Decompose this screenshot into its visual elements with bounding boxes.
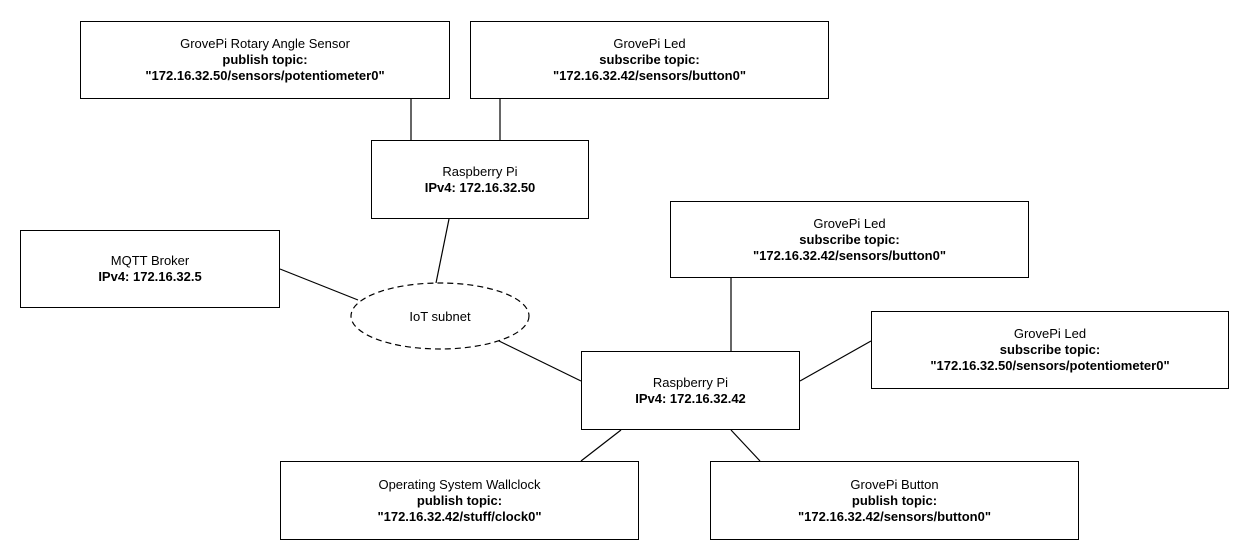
node-topic-value: "172.16.32.42/sensors/button0": [753, 247, 946, 263]
node-topic-value: "172.16.32.42/sensors/button0": [798, 508, 991, 524]
node-title: GrovePi Button: [850, 476, 939, 492]
node-topic-value: "172.16.32.42/stuff/clock0": [377, 508, 542, 524]
node-title: GrovePi Led: [613, 36, 686, 51]
iot-subnet-label: IoT subnet: [409, 308, 471, 324]
grovepi-led-right-2-node: GrovePi Led subscribe topic: "172.16.32.…: [871, 311, 1229, 389]
node-topic-label: subscribe topic:: [599, 52, 700, 67]
node-title: Raspberry Pi: [652, 374, 729, 390]
node-title: MQTT Broker: [110, 253, 190, 268]
grovepi-button-node: GrovePi Button publish topic: "172.16.32…: [710, 461, 1079, 540]
node-topic-value: "172.16.32.50/sensors/potentiometer0": [930, 358, 1170, 373]
node-topic-label: subscribe topic:: [999, 342, 1101, 357]
node-topic-value: "172.16.32.42/sensors/button0": [553, 68, 746, 83]
node-ip: IPv4: 172.16.32.5: [98, 269, 202, 284]
mqtt-broker-node: MQTT Broker IPv4: 172.16.32.5: [20, 230, 280, 308]
os-wallclock-node: Operating System Wallclock publish topic…: [280, 461, 639, 540]
link-subnet-to-pi42: [496, 339, 582, 382]
raspberry-pi-50-node: Raspberry Pi IPv4: 172.16.32.50: [371, 140, 589, 219]
link-pi42-to-wallclock: [580, 429, 622, 462]
link-pi42-to-button: [730, 429, 761, 462]
node-topic-value: "172.16.32.50/sensors/potentiometer0": [145, 68, 385, 83]
node-topic-label: publish topic:: [222, 52, 308, 67]
rotary-angle-sensor-node: GrovePi Rotary Angle Sensor publish topi…: [80, 21, 450, 99]
link-led-right2-to-pi42: [799, 340, 872, 382]
node-ip: IPv4: 172.16.32.50: [424, 179, 536, 195]
node-title: GrovePi Led: [1013, 326, 1087, 341]
raspberry-pi-42-node: Raspberry Pi IPv4: 172.16.32.42: [581, 351, 800, 430]
grovepi-led-top-node: GrovePi Led subscribe topic: "172.16.32.…: [470, 21, 829, 99]
iot-subnet-ellipse: [350, 282, 530, 350]
node-title: GrovePi Rotary Angle Sensor: [180, 36, 350, 51]
node-topic-label: publish topic:: [416, 492, 503, 508]
node-topic-label: subscribe topic:: [799, 231, 900, 247]
node-ip: IPv4: 172.16.32.42: [635, 390, 746, 406]
link-pi50-to-subnet: [435, 218, 450, 284]
node-topic-label: publish topic:: [851, 492, 938, 508]
node-title: GrovePi Led: [813, 215, 886, 231]
node-title: Raspberry Pi: [442, 163, 518, 179]
link-broker-to-subnet: [279, 268, 359, 301]
grovepi-led-right-1-node: GrovePi Led subscribe topic: "172.16.32.…: [670, 201, 1029, 278]
node-title: Operating System Wallclock: [378, 476, 541, 492]
